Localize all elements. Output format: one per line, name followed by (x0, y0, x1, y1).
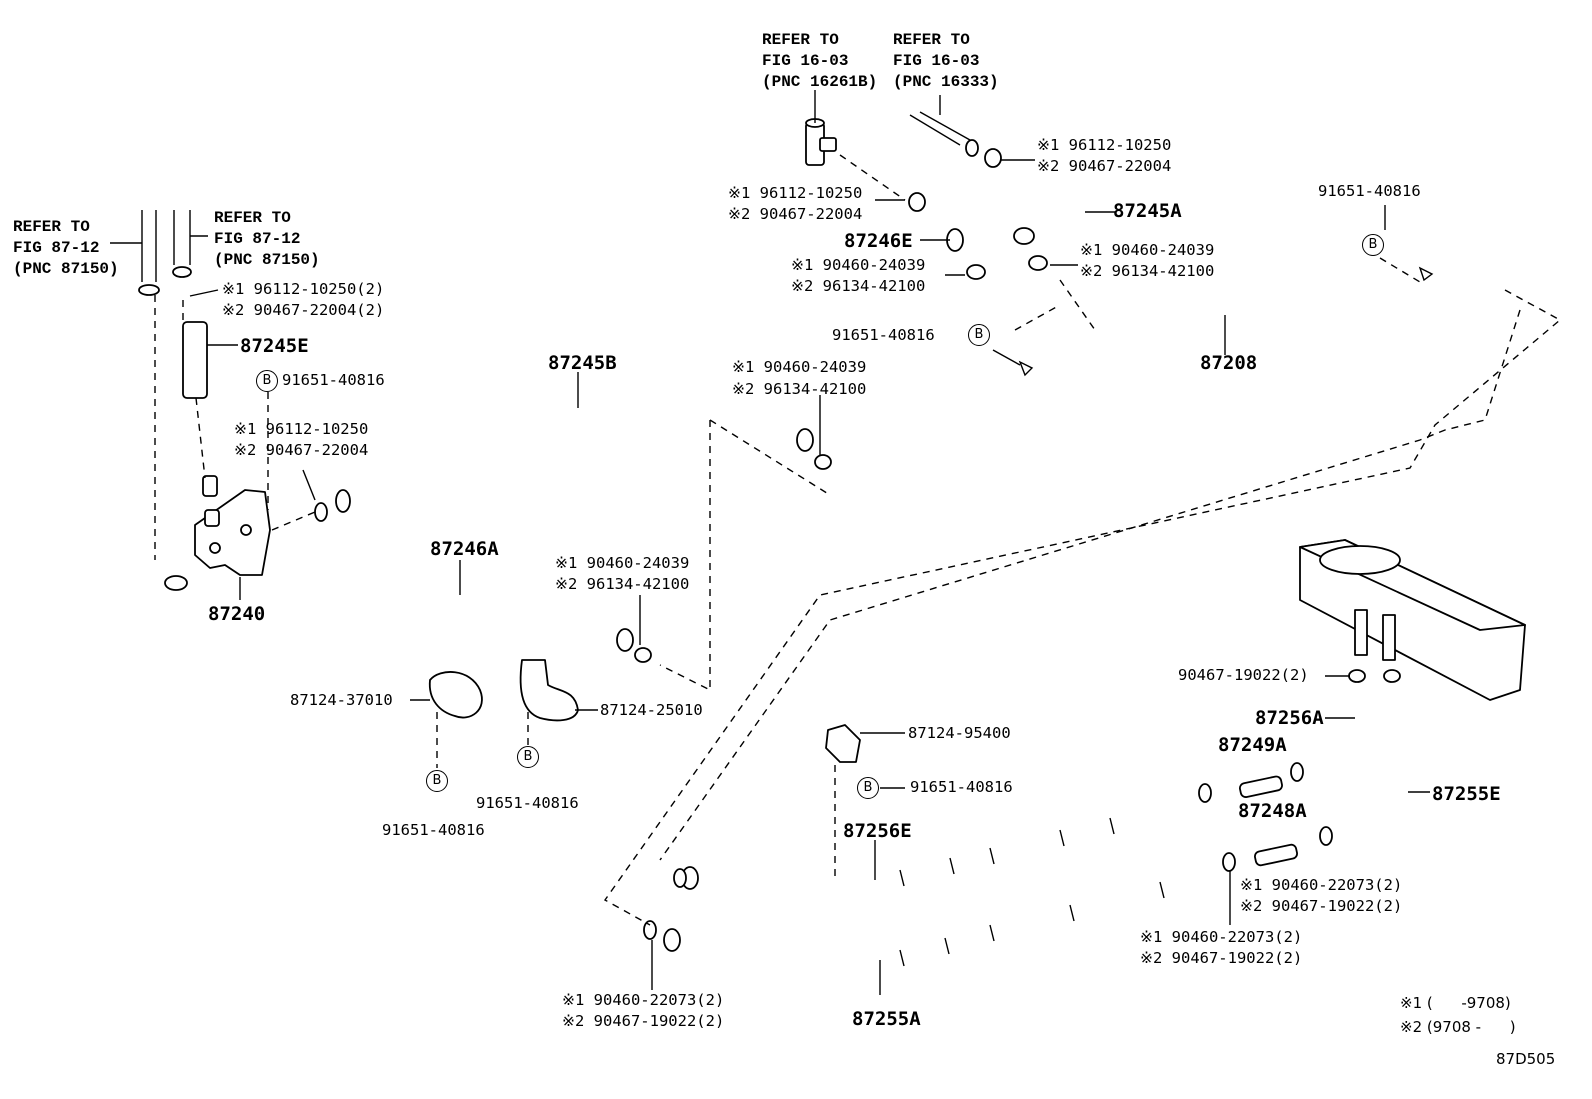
bracket-87240 (194, 475, 271, 576)
part-87208[interactable]: 87208 (1200, 352, 1258, 374)
footnote-2: ※2 (9708 - ) (1400, 1018, 1516, 1036)
fastener-rc-1[interactable]: ※1 90460-24039 (1080, 241, 1215, 259)
fastener-tr-1[interactable]: ※1 96112-10250 (1037, 136, 1172, 154)
part-87249a[interactable]: 87249A (1218, 734, 1287, 756)
fastener-rr-1[interactable]: ※1 90460-22073(2) (1240, 876, 1403, 894)
hose-87249a (1239, 775, 1283, 798)
heater-unit (1299, 539, 1526, 701)
hose-87246a (164, 575, 635, 666)
fastener-rc-2[interactable]: ※2 96134-42100 (1080, 262, 1215, 280)
fastener-mr-1[interactable]: ※1 90460-22073(2) (1140, 928, 1303, 946)
clamp-label-95400[interactable]: 87124-95400 (908, 724, 1011, 742)
diagram-code: 87D505 (1496, 1050, 1556, 1068)
fastener-rr-2[interactable]: ※2 90467-19022(2) (1240, 897, 1403, 915)
ref-pipes-left (138, 210, 192, 296)
part-87245a[interactable]: 87245A (1113, 200, 1182, 222)
hose-clamps (314, 148, 1401, 940)
refer-fig-87-12-right: REFER TO FIG 87-12 (PNC 87150) (214, 209, 320, 269)
fastener-hc-1[interactable]: ※1 90460-24039 (791, 256, 926, 274)
hose-87255a (663, 860, 1225, 985)
fastener-bl-1[interactable]: ※1 90460-22073(2) (562, 991, 725, 1009)
fastener-clip-upper[interactable]: 90467-19022(2) (1178, 666, 1309, 684)
part-87240[interactable]: 87240 (208, 603, 266, 625)
bracket-label-2[interactable]: 91651-40816 (1318, 182, 1421, 200)
part-87256a[interactable]: 87256A (1255, 707, 1324, 729)
bracket-b-marker-1: B (256, 370, 278, 392)
hose-87245e (182, 321, 208, 399)
fastener-mr-2[interactable]: ※2 90467-19022(2) (1140, 949, 1303, 967)
fastener-tl-2[interactable]: ※2 90467-22004(2) (222, 301, 385, 319)
fastener-cc-1[interactable]: ※1 90460-24039 (732, 358, 867, 376)
leader-lines (110, 90, 1430, 995)
fastener-ml-2[interactable]: ※2 90467-22004 (234, 441, 369, 459)
clamp-label-25010[interactable]: 87124-25010 (600, 701, 703, 719)
bracket-b-marker-4: B (426, 770, 448, 792)
fastener-bl-2[interactable]: ※2 90467-19022(2) (562, 1012, 725, 1030)
bracket-label-1[interactable]: 91651-40816 (282, 371, 385, 389)
hose-87245b (335, 384, 814, 513)
fastener-tc-1[interactable]: ※1 96112-10250 (728, 184, 863, 202)
bracket-b-marker-6: B (857, 777, 879, 799)
bracket-label-4[interactable]: 91651-40816 (382, 821, 485, 839)
fastener-tr-2[interactable]: ※2 90467-22004 (1037, 157, 1172, 175)
pipe-87208 (839, 250, 1496, 513)
dashed-guides (154, 154, 1562, 926)
hose-87245a (1012, 188, 1124, 245)
part-87246e[interactable]: 87246E (844, 230, 913, 252)
hose-87246e (946, 227, 1009, 254)
fastener-tl-1[interactable]: ※1 96112-10250(2) (222, 280, 385, 298)
fastener-ac-1[interactable]: ※1 90460-24039 (555, 554, 690, 572)
bracket-b-marker-2: B (1362, 234, 1384, 256)
hose-87256e (681, 790, 1210, 908)
clamp-87124-25010 (519, 659, 579, 722)
bracket-label-6[interactable]: 91651-40816 (910, 778, 1013, 796)
fastener-hc-2[interactable]: ※2 96134-42100 (791, 277, 926, 295)
footnote-1: ※1 ( -9708) (1400, 994, 1511, 1012)
part-87256e[interactable]: 87256E (843, 820, 912, 842)
bracket-b-marker-5: B (517, 746, 539, 768)
tee-fitting (805, 118, 837, 166)
fastener-tc-2[interactable]: ※2 90467-22004 (728, 205, 863, 223)
refer-fig-87-12-left: REFER TO FIG 87-12 (PNC 87150) (13, 218, 119, 278)
bracket-label-5[interactable]: 91651-40816 (476, 794, 579, 812)
clamp-87124-95400 (825, 724, 861, 763)
part-87255a[interactable]: 87255A (852, 1008, 921, 1030)
refer-fig-16-03-b: REFER TO FIG 16-03 (PNC 16333) (893, 31, 999, 91)
fastener-cc-2[interactable]: ※2 96134-42100 (732, 380, 867, 398)
bracket-label-3[interactable]: 91651-40816 (832, 326, 935, 344)
bracket-b-marker-3: B (968, 324, 990, 346)
refer-fig-16-03-a: REFER TO FIG 16-03 (PNC 16261B) (762, 31, 878, 91)
clamp-87124-37010 (428, 671, 483, 719)
part-87246a[interactable]: 87246A (430, 538, 499, 560)
part-87245e[interactable]: 87245E (240, 335, 309, 357)
part-87255e[interactable]: 87255E (1432, 783, 1501, 805)
fastener-ac-2[interactable]: ※2 96134-42100 (555, 575, 690, 593)
hose-87248a (1254, 843, 1298, 867)
part-87248a[interactable]: 87248A (1238, 800, 1307, 822)
fastener-ml-1[interactable]: ※1 96112-10250 (234, 420, 369, 438)
part-87245b[interactable]: 87245B (548, 352, 617, 374)
clamp-label-37010[interactable]: 87124-37010 (290, 691, 393, 709)
ref-pipe-16333 (909, 114, 961, 146)
